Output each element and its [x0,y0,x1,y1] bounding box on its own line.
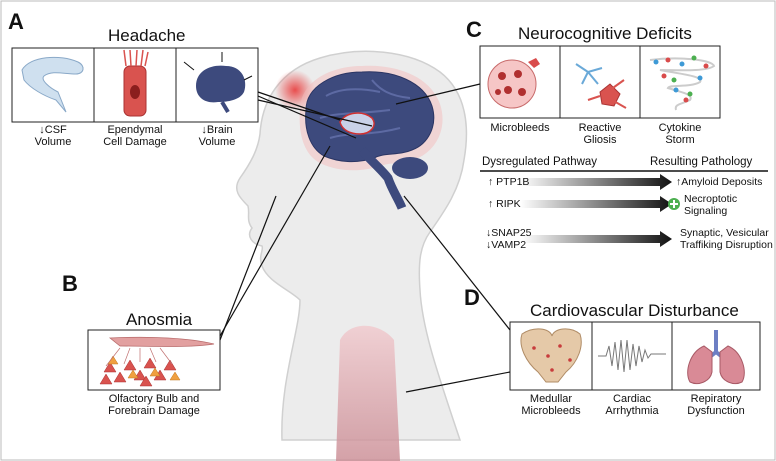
row1-pathology: ↑Amyloid Deposits [676,176,763,188]
panel-b-letter: B [62,271,78,296]
microbleed-icon [487,59,537,109]
connector-lines [219,83,511,393]
panel-c-title: Neurocognitive Deficits [518,24,692,43]
caption-microbleeds: Microbleeds [490,122,550,134]
brain [299,65,443,210]
panel-d-images [509,321,761,391]
panel-a-images [11,47,259,123]
row3-pathway: ↓SNAP25↓VAMP2 [486,227,532,251]
lung-icon [687,345,713,385]
panel-d-letter: D [464,285,480,310]
glia-icon [575,63,603,85]
row1-pathway: ↑ PTP1B [488,176,530,188]
table-header-pathology: Resulting Pathology [650,156,753,168]
panel-b-title: Anosmia [126,310,193,329]
cytokine-storm-icon [649,57,716,111]
panel-b-image [87,329,221,391]
panel-c-letter: C [466,17,482,42]
brain-volume-icon [196,65,246,103]
panel-a-letter: A [8,9,24,34]
panel-d-title: Cardiovascular Disturbance [530,301,739,320]
throat [336,325,400,461]
pathway-arrows [520,174,680,247]
panel-a-title: Headache [108,26,186,45]
row2-pathway: ↑ RIPK [488,198,521,210]
ventricle-icon [21,56,84,113]
table-header-pathway: Dysregulated Pathway [482,156,598,168]
medulla-icon [520,328,582,383]
panel-c-images [479,45,721,119]
ecg-icon [598,339,666,373]
